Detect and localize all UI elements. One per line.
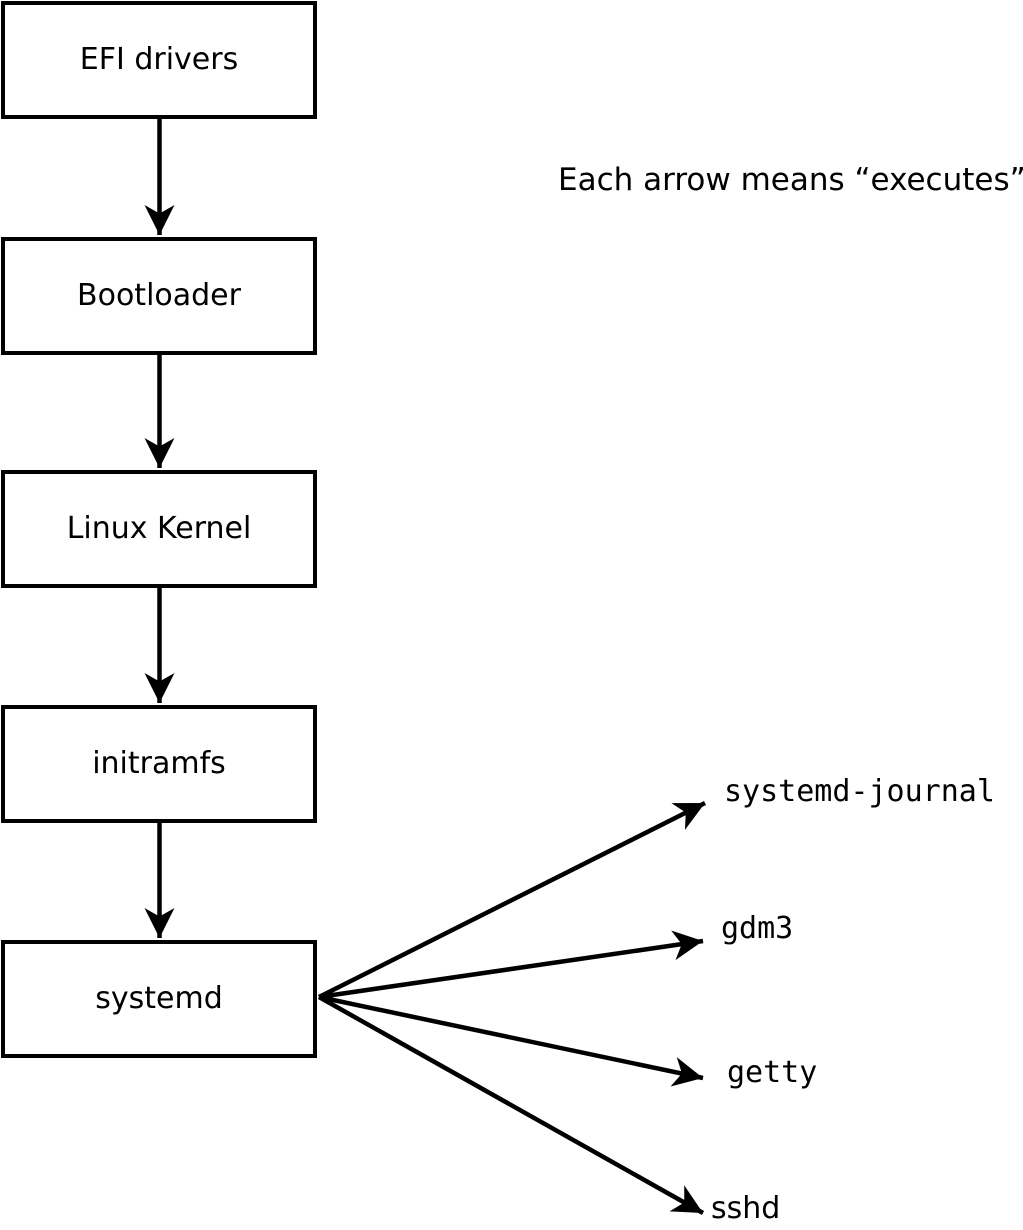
executes-arrow-systemd-to-getty xyxy=(318,994,704,1087)
node-linux-kernel-label: Linux Kernel xyxy=(66,511,252,546)
node-initramfs: initramfs xyxy=(1,705,317,823)
spawned-process-getty: getty xyxy=(727,1055,818,1090)
spawned-process-sshd: sshd xyxy=(711,1191,781,1226)
node-systemd: systemd xyxy=(1,940,317,1058)
node-initramfs-label: initramfs xyxy=(92,746,226,781)
node-efi-drivers: EFI drivers xyxy=(1,1,317,119)
arrow-legend-note: Each arrow means “executes”. xyxy=(558,162,1023,198)
node-bootloader: Bootloader xyxy=(1,237,317,355)
node-bootloader-label: Bootloader xyxy=(77,278,241,313)
executes-arrow-systemd-to-gdm3 xyxy=(318,930,704,1000)
executes-arrow-systemd-to-sshd xyxy=(317,995,705,1215)
node-linux-kernel: Linux Kernel xyxy=(1,470,317,588)
spawned-process-systemd-journal: systemd-journal xyxy=(724,774,995,809)
node-efi-drivers-label: EFI drivers xyxy=(79,42,239,77)
node-systemd-label: systemd xyxy=(95,981,223,1016)
spawned-process-gdm3: gdm3 xyxy=(721,911,794,946)
executes-arrow-systemd-to-journal xyxy=(317,800,707,1000)
